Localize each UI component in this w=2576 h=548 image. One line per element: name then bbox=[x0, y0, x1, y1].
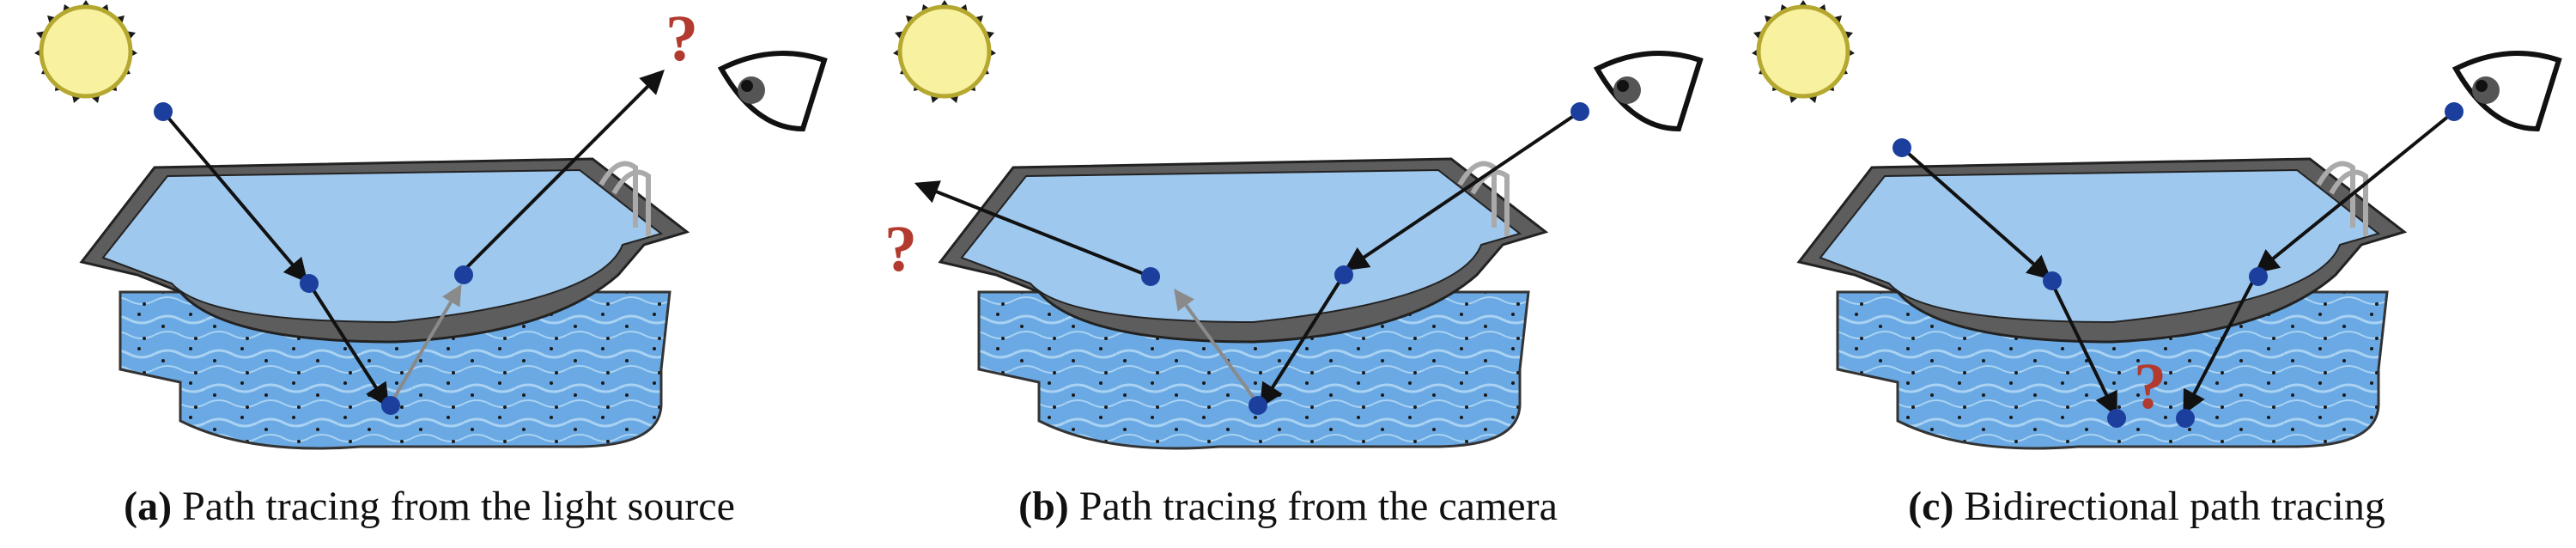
path-vertex bbox=[300, 274, 319, 293]
question-mark: ? bbox=[665, 3, 698, 75]
caption-a-label: (a) bbox=[124, 484, 173, 529]
path-vertex bbox=[2043, 271, 2062, 290]
question-mark: ? bbox=[2134, 350, 2166, 423]
light-vertex bbox=[1893, 138, 1911, 157]
path-vertex bbox=[1334, 265, 1353, 284]
panel-c: ? (c) Bidirectional path tracing bbox=[1717, 0, 2576, 548]
eye-icon bbox=[717, 51, 828, 132]
panel-b: ? (b) Path tracing from the camera bbox=[859, 0, 1717, 548]
caption-c-label: (c) bbox=[1908, 484, 1954, 529]
path-vertex bbox=[1141, 267, 1160, 286]
caption-b: (b) Path tracing from the camera bbox=[859, 483, 1717, 530]
sun-icon bbox=[1752, 0, 1855, 103]
panel-a: ? (a) Path tracing from the light source bbox=[0, 0, 859, 548]
path-vertex bbox=[2249, 267, 2268, 286]
pool-illustration bbox=[79, 157, 690, 450]
panel-b-figure: ? bbox=[884, 0, 1704, 450]
path-vertex bbox=[381, 396, 400, 415]
caption-a: (a) Path tracing from the light source bbox=[0, 483, 859, 530]
camera-vertex bbox=[2445, 102, 2464, 121]
path-vertex bbox=[1249, 396, 1267, 415]
eye-icon bbox=[2451, 51, 2562, 132]
panel-c-figure: ? bbox=[1752, 0, 2562, 450]
caption-c: (c) Bidirectional path tracing bbox=[1717, 483, 2576, 530]
caption-a-text: Path tracing from the light source bbox=[182, 484, 735, 529]
caption-c-text: Bidirectional path tracing bbox=[1964, 484, 2385, 529]
camera-vertex bbox=[1571, 102, 1589, 121]
light-vertex bbox=[154, 102, 173, 121]
sun-icon bbox=[893, 0, 996, 103]
caption-b-text: Path tracing from the camera bbox=[1078, 484, 1558, 529]
pool-illustration bbox=[938, 157, 1549, 450]
panel-a-figure: ? bbox=[34, 0, 828, 450]
question-mark: ? bbox=[884, 213, 917, 285]
caption-b-label: (b) bbox=[1018, 484, 1069, 529]
path-vertex bbox=[2107, 409, 2126, 428]
pool-illustration bbox=[1796, 157, 2408, 450]
sun-icon bbox=[34, 0, 137, 103]
path-vertex bbox=[2176, 409, 2195, 428]
eye-icon bbox=[1593, 51, 1704, 132]
path-vertex bbox=[454, 265, 473, 284]
